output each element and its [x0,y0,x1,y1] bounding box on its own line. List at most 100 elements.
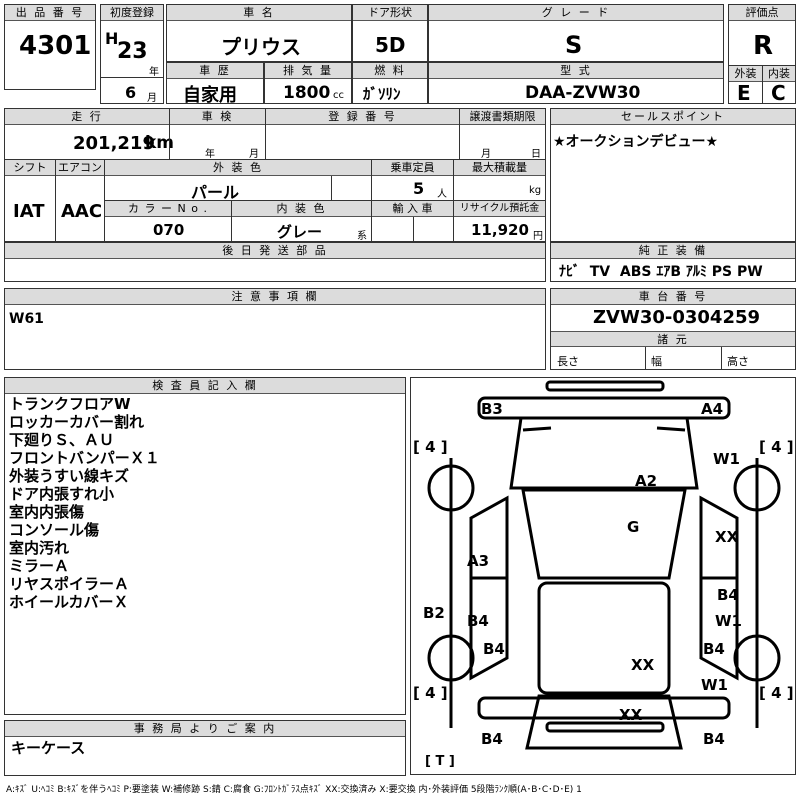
damage-mark: B3 [481,400,503,418]
chassis-box: 車 台 番 号 ZVW30-0304259 諸 元 長さ 幅 高さ [550,288,796,370]
door-header: ドア形状 [353,5,427,21]
first-reg-year: 23 [117,39,148,64]
office-header: 事 務 局 よ り ご 案 内 [5,721,405,737]
first-reg-era: H [105,29,119,48]
left-doors [469,495,509,681]
car-name: プリウス [221,35,301,59]
office-box: 事 務 局 よ り ご 案 内 キーケース [4,720,406,776]
front-bumper-strip [545,380,665,392]
tire-tread-rear-left: [ 4 ] [413,684,448,702]
damage-mark: A4 [701,400,724,418]
inspector-note: ドア内張すれ小 [9,485,115,503]
int-color-unit: 系 [357,231,367,242]
grade-header: グ レ ー ド [429,5,723,21]
tire-tread-front-left: [ 4 ] [413,438,448,456]
inspector-header: 検 査 員 記 入 欄 [5,378,405,394]
shift-header: シフト [5,160,55,176]
inspector-note: フロントバンパーＸ１ [9,449,160,467]
inspector-box: 検 査 員 記 入 欄 トランクフロアW ロッカーカバー割れ 下廻りＳ、ＡＵ フ… [4,377,406,715]
tire-tread-spare: [ T ] [425,754,455,769]
equipment-header: 純 正 装 備 [551,243,795,259]
inspector-note: ロッカーカバー割れ [9,413,145,431]
damage-legend: A:ｷｽﾞ U:ﾍｺﾐ B:ｷｽﾞを伴うﾍｺﾐ P:要塗装 W:補修跡 S:錆 … [6,785,582,795]
sales-point-header: セールスポイント [551,109,795,125]
inspector-note: コンソール傷 [9,521,100,539]
wheel-front-right [733,464,781,512]
recycle-value: 11,920 [471,221,529,239]
damage-mark: B4 [467,612,489,630]
recycle-header: リサイクル預託金 [454,201,545,217]
inspector-note: ミラーＡ [9,557,70,575]
rear-bumper-strip [545,721,665,733]
inspector-note: 外装うすい線キズ [9,467,130,485]
displacement-unit: cc [333,90,344,101]
specs-header: 諸 元 [551,331,795,347]
color-no-header: カ ラ ー N o . [105,201,231,217]
headlights [522,426,686,432]
damage-mark: G [627,518,640,536]
model-value: DAA-ZVW30 [525,83,641,103]
tire-tread-rear-right: [ 4 ] [759,684,794,702]
score-value: R [753,31,774,61]
later-parts-header: 後 日 発 送 部 品 [5,243,545,259]
inspector-notes: トランクフロアW ロッカーカバー割れ 下廻りＳ、ＡＵ フロントバンパーＸ１ 外装… [9,395,160,611]
cautions-header: 注 意 事 項 欄 [5,289,545,305]
damage-mark: W1 [715,612,742,630]
mileage-unit: km [145,133,175,153]
tire-tread-front-right: [ 4 ] [759,438,794,456]
car-outline-svg [427,380,781,750]
grade-value: S [565,31,583,59]
front-bumper [477,396,731,420]
damage-mark: XX [715,528,739,546]
side-panels [449,458,759,728]
damage-mark: XX [619,706,643,724]
transfer-day-unit: 日 [531,149,541,160]
displacement-box: 排 気 量 1800 cc [264,62,352,104]
damage-mark: A2 [635,472,658,490]
exterior-grade: E [737,81,751,105]
lot-header: 出 品 番 号 [5,5,95,21]
rear-bumper [477,696,731,720]
reg-number-header: 登 録 番 号 [266,109,459,125]
transfer-month-unit: 月 [481,149,491,160]
capacity-header: 乗車定員 [372,160,453,176]
int-color-header: 内 装 色 [232,201,371,217]
chassis-header: 車 台 番 号 [551,289,795,305]
mileage-value: 201,219 [73,133,155,154]
spec-width: 幅 [651,355,662,368]
lot-number: 4301 [19,31,92,61]
wheel-front-left [427,464,475,512]
model-box: 型 式 DAA-ZVW30 [428,62,724,104]
history-value: 自家用 [183,85,237,106]
inspector-note: 室内内張傷 [9,503,85,521]
damage-mark: W1 [713,450,740,468]
car-name-header: 車 名 [167,5,351,21]
inspector-note: ホイールカバーＸ [9,593,129,611]
mileage-header: 走 行 [5,109,169,125]
color-no-value: 070 [153,221,185,239]
damage-mark: B4 [703,730,725,748]
chassis-value: ZVW30-0304259 [593,307,761,328]
displacement-value: 1800 [283,83,331,103]
damage-mark: B4 [717,586,739,604]
int-color-value: グレー [277,223,323,241]
displacement-header: 排 気 量 [265,63,351,79]
ext-color-value: パール [191,183,240,202]
history-header: 車 歴 [167,63,263,79]
fuel-header: 燃 料 [353,63,427,79]
fuel-box: 燃 料 ｶﾞｿﾘﾝ [352,62,428,104]
damage-mark: A3 [467,552,490,570]
grade-box: グ レ ー ド S [428,4,724,62]
first-reg-month: 6 [125,83,137,102]
cautions-box: 注 意 事 項 欄 W61 [4,288,546,370]
damage-mark: W1 [701,676,728,694]
equipment-box: 純 正 装 備 ﾅﾋﾞ TV ABS ｴｱB ｱﾙﾐ PS PW [550,242,796,282]
inspector-note: トランクフロアW [9,395,131,413]
lot-box: 出 品 番 号 4301 [4,4,96,90]
first-reg-header: 初度登録 [101,5,163,21]
equipment-value: ﾅﾋﾞ TV ABS ｴｱB ｱﾙﾐ PS PW [559,264,763,280]
inspector-note: 下廻りＳ、ＡＵ [9,431,115,449]
aircon-header: エアコン [56,160,104,176]
capacity-unit: 人 [437,189,447,200]
later-parts-box: 後 日 発 送 部 品 [4,242,546,282]
